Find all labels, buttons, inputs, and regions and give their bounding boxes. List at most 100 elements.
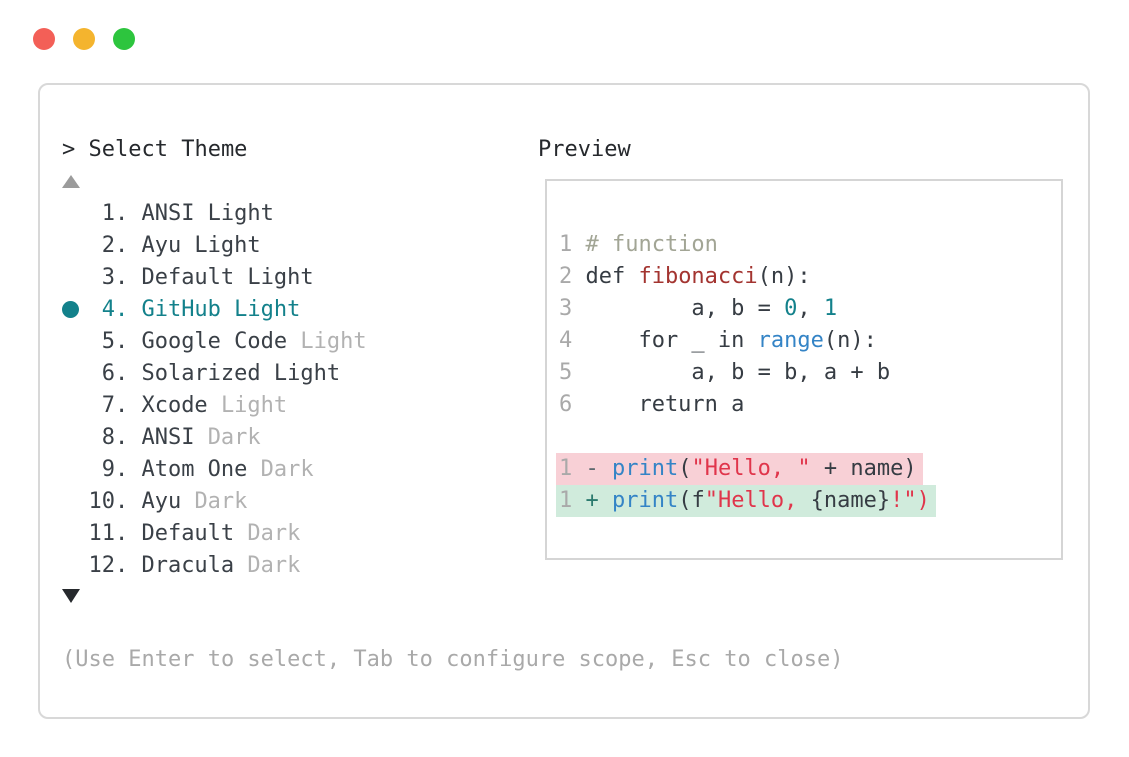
item-label: ANSI xyxy=(141,425,208,450)
theme-item-solarized-light[interactable]: 6. Solarized Light xyxy=(62,358,367,390)
item-number: 4. xyxy=(101,297,129,322)
code-token: (n): xyxy=(757,264,811,289)
line-number: 6 xyxy=(559,392,573,417)
line-number: 4 xyxy=(559,328,573,353)
theme-item-atom-one-dark[interactable]: 9. Atom One Dark xyxy=(62,454,367,486)
item-label: Ayu xyxy=(141,489,195,514)
line-number: 2 xyxy=(559,264,573,289)
close-button[interactable] xyxy=(33,28,55,50)
code-token: (n): xyxy=(823,328,877,353)
item-marker xyxy=(62,294,88,326)
item-suffix: Light xyxy=(300,329,367,354)
selected-indicator-dot xyxy=(62,301,79,318)
theme-item-ayu-dark[interactable]: 10. Ayu Dark xyxy=(62,486,367,518)
line-number: 1 xyxy=(559,232,573,257)
code-token: "Hello, xyxy=(704,488,811,513)
code-token: (f xyxy=(678,488,705,513)
line-number: 1 xyxy=(559,488,573,513)
item-marker xyxy=(62,262,88,294)
code-line: 6 return a xyxy=(559,389,1061,421)
code-line: 5 a, b = b, a + b xyxy=(559,357,1061,389)
theme-item-google-code-light[interactable]: 5. Google Code Light xyxy=(62,326,367,358)
diff-removed-line: 1- print("Hello, " + name) xyxy=(556,453,1061,485)
theme-item-github-light[interactable]: 4. GitHub Light xyxy=(62,294,367,326)
item-marker xyxy=(62,198,88,230)
item-label: Ayu Light xyxy=(141,233,261,258)
item-marker xyxy=(62,454,88,486)
scroll-up-icon[interactable] xyxy=(62,175,80,188)
item-number: 5. xyxy=(101,329,129,354)
diff-minus-sign: - xyxy=(585,456,612,481)
code-token: 0 xyxy=(784,296,798,321)
line-number: 3 xyxy=(559,296,573,321)
item-label: GitHub Light xyxy=(141,297,301,322)
item-label: Solarized Light xyxy=(141,361,341,386)
code-token: # function xyxy=(585,232,718,257)
theme-item-ansi-dark[interactable]: 8. ANSI Dark xyxy=(62,422,367,454)
item-label: Default xyxy=(141,521,248,546)
item-marker xyxy=(62,486,88,518)
item-suffix: Dark xyxy=(247,521,301,546)
select-theme-prompt: > Select Theme xyxy=(62,137,248,162)
item-number: 6. xyxy=(101,361,129,386)
code-token: print xyxy=(611,456,679,481)
theme-item-ansi-light[interactable]: 1. ANSI Light xyxy=(62,198,367,230)
theme-item-default-light[interactable]: 3. Default Light xyxy=(62,262,367,294)
item-suffix: Dark xyxy=(194,489,248,514)
item-label: Xcode xyxy=(141,393,221,418)
code-token: for _ in xyxy=(585,328,758,353)
item-label: ANSI Light xyxy=(141,201,274,226)
code-token: !") xyxy=(890,488,930,513)
item-number: 3. xyxy=(101,265,129,290)
code-token: return a xyxy=(585,392,745,417)
item-number: 9. xyxy=(101,457,129,482)
item-number: 2. xyxy=(101,233,129,258)
code-line: 3 a, b = 0, 1 xyxy=(559,293,1061,325)
item-number: 1. xyxy=(101,201,129,226)
code-line: 1 # function xyxy=(559,229,1061,261)
item-suffix: Dark xyxy=(207,425,261,450)
item-number: 11. xyxy=(88,521,129,546)
help-text: (Use Enter to select, Tab to configure s… xyxy=(62,647,844,672)
item-suffix: Dark xyxy=(260,457,314,482)
item-marker xyxy=(62,422,88,454)
code-token: ( xyxy=(678,456,692,481)
code-token: a, b = b, a + b xyxy=(585,360,891,385)
code-token: + name) xyxy=(810,456,917,481)
item-label: Atom One xyxy=(141,457,261,482)
item-label: Dracula xyxy=(141,553,248,578)
code-token: "Hello, " xyxy=(691,456,811,481)
item-suffix: Dark xyxy=(247,553,301,578)
item-number: 8. xyxy=(101,425,129,450)
code-token: print xyxy=(611,488,679,513)
maximize-button[interactable] xyxy=(113,28,135,50)
theme-item-ayu-light[interactable]: 2. Ayu Light xyxy=(62,230,367,262)
scroll-down-icon[interactable] xyxy=(62,589,80,603)
item-marker xyxy=(62,326,88,358)
item-number: 7. xyxy=(101,393,129,418)
item-label: Default Light xyxy=(141,265,314,290)
item-marker xyxy=(62,390,88,422)
code-token: range xyxy=(757,328,824,353)
item-number: 10. xyxy=(88,489,129,514)
item-marker xyxy=(62,230,88,262)
code-token: 1 xyxy=(823,296,838,321)
blank-line xyxy=(559,421,1061,453)
line-number: 5 xyxy=(559,360,573,385)
item-suffix: Light xyxy=(220,393,288,418)
item-marker xyxy=(62,358,88,390)
code-token: def xyxy=(585,264,639,289)
minimize-button[interactable] xyxy=(73,28,95,50)
theme-item-xcode-light[interactable]: 7. Xcode Light xyxy=(62,390,367,422)
preview-title: Preview xyxy=(538,137,631,162)
theme-item-default-dark[interactable]: 11. Default Dark xyxy=(62,518,367,550)
diff-added-line: 1+ print(f"Hello, {name}!") xyxy=(556,485,1061,517)
item-number: 12. xyxy=(88,553,129,578)
theme-item-dracula-dark[interactable]: 12. Dracula Dark xyxy=(62,550,367,582)
item-label: Google Code xyxy=(141,329,301,354)
code-line: 4 for _ in range(n): xyxy=(559,325,1061,357)
code-token: a, b = xyxy=(585,296,785,321)
line-number: 1 xyxy=(559,456,573,481)
